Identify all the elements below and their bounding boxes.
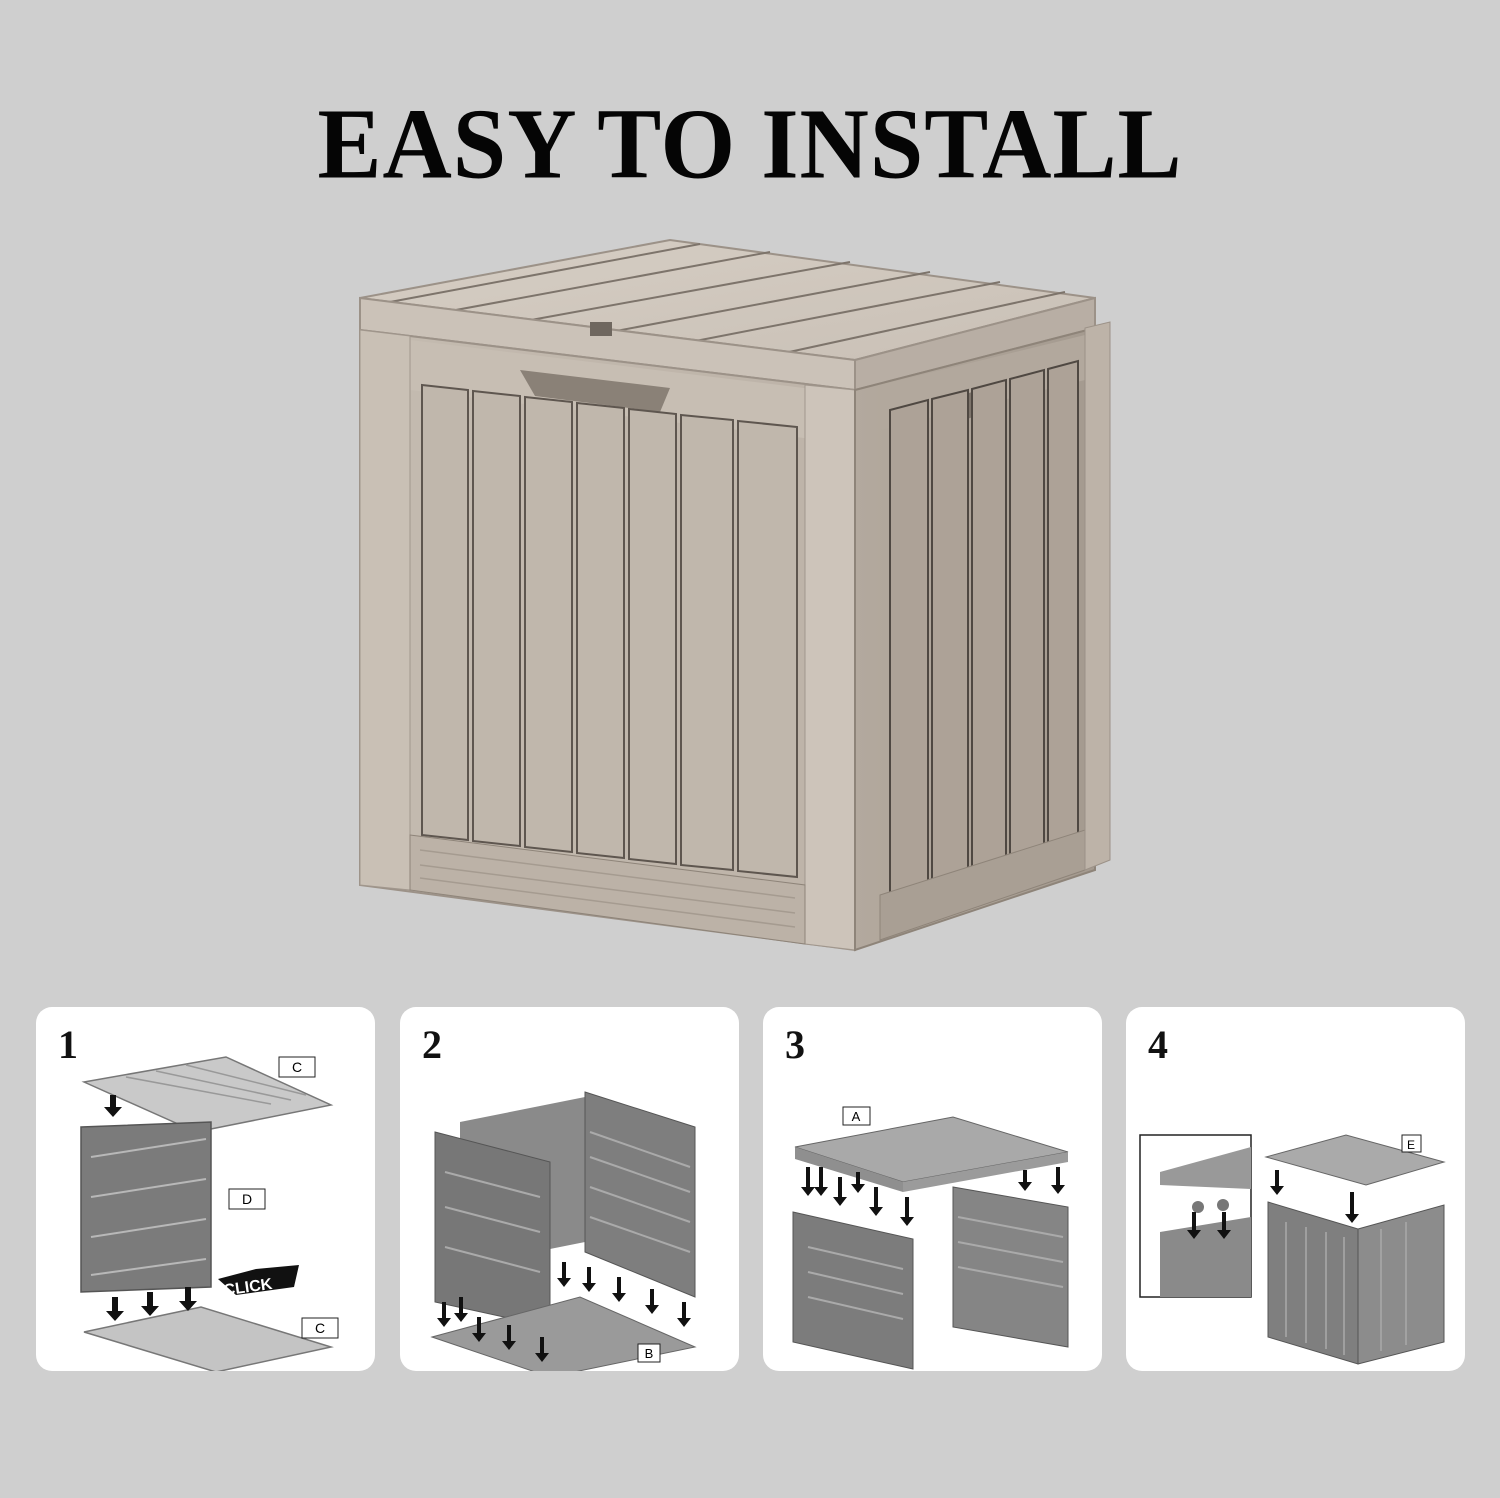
click-callout: CLICK bbox=[223, 1276, 274, 1300]
part-label-e: E bbox=[1407, 1138, 1415, 1152]
part-label-b: B bbox=[645, 1346, 654, 1361]
step-2-diagram: B bbox=[430, 1091, 697, 1371]
step-panel-3: 3 A bbox=[763, 1007, 1102, 1371]
part-label-d: D bbox=[242, 1191, 252, 1207]
part-label-c: C bbox=[292, 1059, 302, 1075]
headline: EASY TO INSTALL bbox=[317, 87, 1183, 200]
step-number: 4 bbox=[1148, 1022, 1168, 1067]
storage-box-illustration bbox=[350, 230, 1130, 965]
step-number: 3 bbox=[785, 1022, 805, 1067]
part-label-c: C bbox=[315, 1320, 325, 1336]
step-4-diagram: E bbox=[1139, 1134, 1446, 1365]
part-label-a: A bbox=[852, 1109, 861, 1124]
step-3-diagram: A bbox=[792, 1106, 1069, 1370]
step-number: 1 bbox=[58, 1022, 78, 1067]
step-panel-4: 4 E bbox=[1126, 1007, 1465, 1371]
step-panel-2: 2 B bbox=[400, 1007, 739, 1371]
step-number: 2 bbox=[422, 1022, 442, 1067]
step-panel-1: 1 CLICK C D C bbox=[36, 1007, 375, 1371]
step-1-diagram: CLICK C D C bbox=[80, 1056, 339, 1371]
